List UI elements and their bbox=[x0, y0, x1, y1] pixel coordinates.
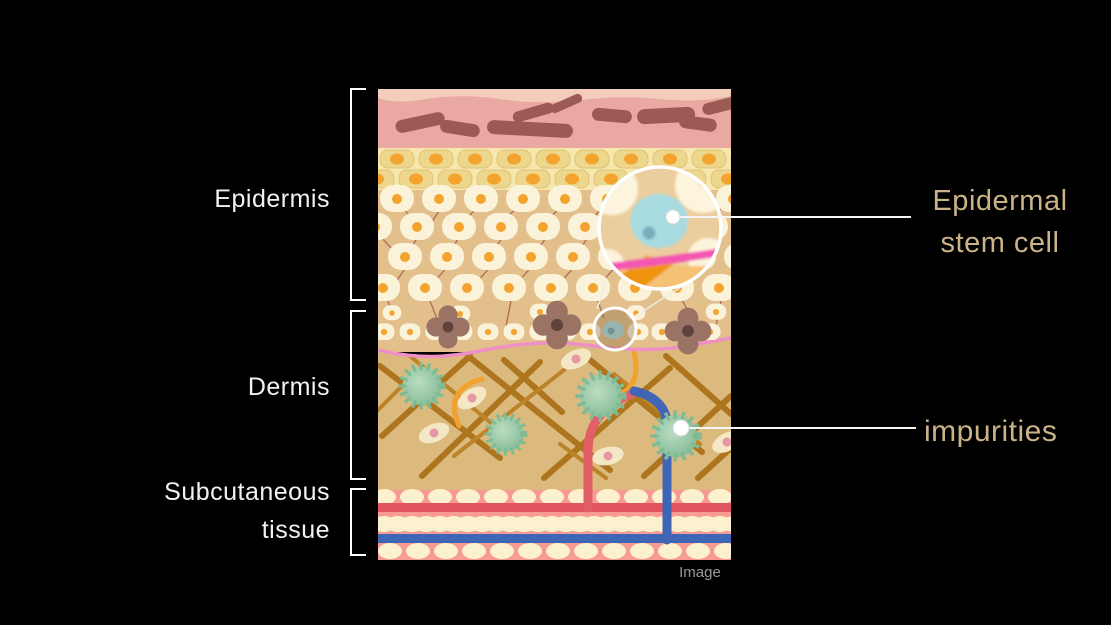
red-vessel-band bbox=[378, 503, 731, 512]
label-impurities: impurities bbox=[924, 415, 1058, 448]
dermis-bracket bbox=[350, 310, 367, 480]
dermis-layer bbox=[378, 338, 731, 492]
label-epidermis: Epidermis bbox=[214, 185, 330, 213]
stem-cell-marker-dot bbox=[665, 209, 681, 225]
subcutaneous-layer bbox=[378, 489, 731, 560]
blue-vessel-band bbox=[378, 534, 731, 543]
magnifier-source-circle bbox=[592, 306, 638, 352]
magnifier-zoom-circle bbox=[597, 165, 723, 291]
epidermis-bracket bbox=[350, 88, 367, 301]
epidermis-corneum-layer bbox=[378, 89, 731, 149]
subcutaneous-bracket bbox=[350, 488, 367, 556]
label-subcutaneous-tissue: Subcutaneous tissue bbox=[164, 478, 330, 544]
image-caption: Image bbox=[679, 564, 721, 581]
basal-cell-row bbox=[378, 321, 721, 341]
impurities-marker-dot bbox=[672, 419, 690, 437]
label-epidermal-stem-cell: Epidermal stem cell bbox=[932, 185, 1068, 260]
label-dermis: Dermis bbox=[247, 373, 330, 401]
